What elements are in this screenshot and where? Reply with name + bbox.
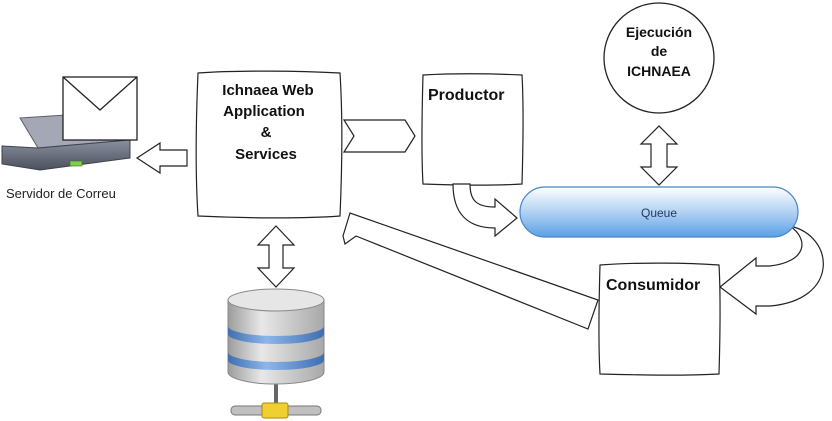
ejecucion-circle — [603, 2, 715, 114]
consumidor-label: Consumidor — [606, 277, 700, 294]
web-app-box — [195, 70, 343, 219]
svg-text:Ichnaea Web: Ichnaea Web — [222, 82, 313, 99]
arrow-to-mail-server — [135, 141, 188, 175]
productor-box — [421, 73, 524, 186]
arrow-productor-queue — [452, 183, 518, 238]
database-icon — [227, 288, 325, 419]
arrow-consumidor-web-app — [342, 212, 599, 330]
productor-label: Productor — [428, 87, 504, 104]
svg-text:&: & — [261, 124, 272, 141]
arrow-web-app-database — [256, 225, 296, 288]
svg-text:Ejecución: Ejecución — [626, 24, 692, 40]
svg-text:Application: Application — [223, 103, 305, 120]
svg-text:Services: Services — [235, 146, 297, 163]
consumidor-box — [598, 262, 721, 376]
queue-label: Queue — [641, 206, 677, 220]
queue-pill — [519, 186, 799, 238]
arrow-web-app-productor — [342, 119, 416, 153]
web-app-label: Ichnaea Web Application & Services — [222, 82, 313, 163]
arrow-queue-consumidor — [719, 225, 824, 316]
svg-text:ICHNAEA: ICHNAEA — [627, 63, 691, 79]
mail-server-label: Servidor de Correu — [6, 186, 116, 201]
svg-text:de: de — [651, 43, 668, 59]
ejecucion-label: Ejecución de ICHNAEA — [626, 24, 692, 79]
mail-server-icon — [1, 76, 138, 171]
arrow-ejecucion-queue — [639, 125, 679, 186]
